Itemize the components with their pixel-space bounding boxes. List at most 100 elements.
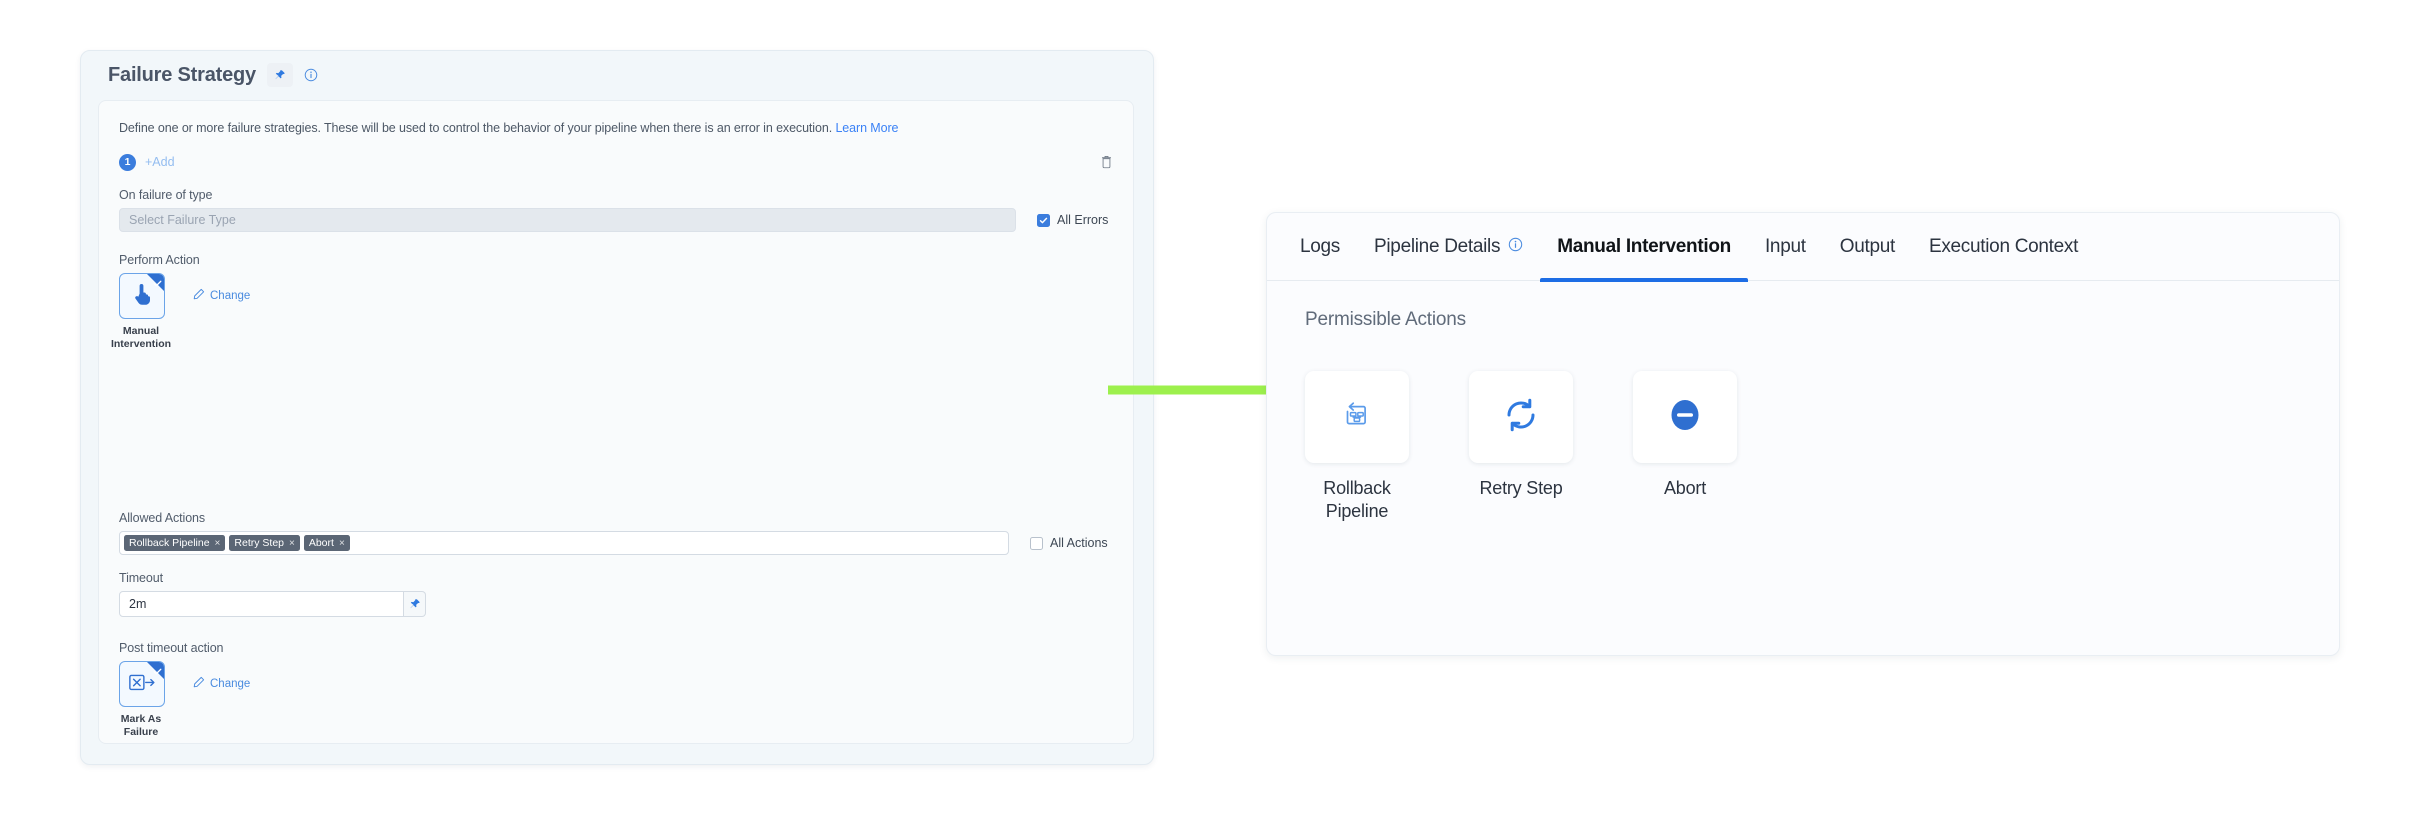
all-errors-label: All Errors <box>1057 213 1109 227</box>
mark-as-failure-icon <box>128 671 156 698</box>
tab-pipeline-details[interactable]: Pipeline Details <box>1357 213 1540 281</box>
info-circle-icon[interactable] <box>1508 236 1523 258</box>
tab-label: Logs <box>1300 235 1341 257</box>
all-actions-checkbox[interactable]: All Actions <box>1030 536 1108 550</box>
manual-intervention-tile-group: Manual Intervention <box>111 273 173 351</box>
pin-icon[interactable] <box>266 63 293 87</box>
manual-intervention-panel-body: Permissible Actions <box>1267 281 2339 524</box>
permissible-action-abort: Abort <box>1633 371 1737 524</box>
label-line-2: Pipeline <box>1325 501 1389 522</box>
mark-as-failure-caption: Mark As Failure <box>110 713 172 739</box>
allowed-actions-label: Allowed Actions <box>119 511 206 525</box>
timeout-pin-icon[interactable] <box>404 591 426 617</box>
tab-execution-context[interactable]: Execution Context <box>1912 213 2095 281</box>
strategy-add-row: 1 +Add <box>119 151 1115 173</box>
mark-as-failure-tile-group: Mark As Failure <box>119 661 173 739</box>
post-timeout-action-section: Post timeout action <box>119 641 250 739</box>
label-line-1: Retry Step <box>1479 478 1563 498</box>
rollback-pipeline-icon <box>1340 398 1374 437</box>
manual-intervention-tile[interactable] <box>119 273 165 319</box>
card-header: Failure Strategy <box>81 51 1153 99</box>
rollback-pipeline-label: Rollback Pipeline <box>1305 477 1409 524</box>
caption-line-1: Manual <box>122 325 160 337</box>
label-line-1: Rollback <box>1323 478 1391 498</box>
change-post-timeout-action-label: Change <box>210 678 251 690</box>
tab-manual-intervention[interactable]: Manual Intervention <box>1540 213 1748 282</box>
label-line-1: Abort <box>1663 478 1707 498</box>
caption-line-1: Mark As <box>120 713 162 725</box>
failure-type-select[interactable]: Select Failure Type <box>119 208 1016 232</box>
permissible-actions-title: Permissible Actions <box>1305 309 1466 330</box>
change-perform-action-button[interactable]: Change <box>193 287 250 305</box>
retry-step-icon <box>1500 394 1542 441</box>
tile-selected-corner <box>147 274 164 291</box>
failure-type-placeholder: Select Failure Type <box>129 213 236 227</box>
post-timeout-action-label: Post timeout action <box>119 641 224 655</box>
tab-logs[interactable]: Logs <box>1300 213 1357 281</box>
tab-label: Input <box>1764 235 1806 257</box>
detail-tabs: Logs Pipeline Details Manual Interventio… <box>1267 213 2339 282</box>
tab-output[interactable]: Output <box>1823 213 1912 281</box>
caption-line-2: Intervention <box>110 337 172 350</box>
retry-step-button[interactable] <box>1469 371 1573 463</box>
mark-as-failure-tile[interactable] <box>119 661 165 707</box>
learn-more-link[interactable]: Learn More <box>835 121 899 135</box>
pointing-hand-icon <box>131 282 153 311</box>
tab-label: Output <box>1839 235 1896 257</box>
permissible-action-rollback-pipeline: Rollback Pipeline <box>1305 371 1409 524</box>
change-perform-action-label: Change <box>210 290 251 302</box>
abort-button[interactable] <box>1633 371 1737 463</box>
timeout-value: 2m <box>129 597 147 611</box>
timeout-section: Timeout 2m <box>119 571 426 617</box>
tab-input[interactable]: Input <box>1748 213 1823 281</box>
perform-action-label: Perform Action <box>119 253 200 267</box>
trash-icon[interactable] <box>1097 153 1115 171</box>
chip-label: Abort <box>308 537 334 549</box>
manual-intervention-caption: Manual Intervention <box>110 325 172 351</box>
failure-strategy-card: Failure Strategy Define one or more fail… <box>80 50 1154 765</box>
all-actions-label: All Actions <box>1050 536 1108 550</box>
chip-abort[interactable]: Abort × <box>303 535 350 551</box>
description-text: Define one or more failure strategies. T… <box>119 121 898 135</box>
on-failure-type-section: On failure of type Select Failure Type A… <box>119 188 1119 232</box>
timeout-label: Timeout <box>119 571 163 585</box>
failure-strategy-inner-panel: Define one or more failure strategies. T… <box>98 100 1134 744</box>
chip-label: Rollback Pipeline <box>129 537 210 549</box>
check-icon <box>153 663 162 675</box>
page-title: Failure Strategy <box>108 63 256 86</box>
abort-icon <box>1664 394 1706 441</box>
rollback-pipeline-button[interactable] <box>1305 371 1409 463</box>
description-body: Define one or more failure strategies. T… <box>119 121 833 135</box>
allowed-actions-input[interactable]: Rollback Pipeline × Retry Step × Abort × <box>119 531 1009 555</box>
tab-label: Execution Context <box>1928 235 2079 257</box>
chip-remove-icon[interactable]: × <box>338 537 345 549</box>
tab-label: Pipeline Details <box>1374 235 1501 257</box>
perform-action-section: Perform Action <box>111 253 250 351</box>
allowed-actions-section: Allowed Actions Rollback Pipeline × Retr… <box>119 511 1119 555</box>
pencil-icon <box>193 287 205 305</box>
retry-step-label: Retry Step <box>1469 477 1573 500</box>
abort-label: Abort <box>1633 477 1737 500</box>
chip-remove-icon[interactable]: × <box>289 537 295 549</box>
tile-selected-corner <box>147 662 164 679</box>
permissible-action-retry-step: Retry Step <box>1469 371 1573 524</box>
chip-retry-step[interactable]: Retry Step × <box>229 535 300 551</box>
info-circle-icon[interactable] <box>304 68 319 83</box>
check-icon <box>153 275 162 287</box>
add-strategy-button[interactable]: +Add <box>145 155 175 169</box>
change-post-timeout-action-button[interactable]: Change <box>193 675 250 693</box>
chip-remove-icon[interactable]: × <box>214 537 221 549</box>
all-errors-checkbox[interactable]: All Errors <box>1037 213 1108 227</box>
chip-label: Retry Step <box>234 537 284 549</box>
pencil-icon <box>193 675 205 693</box>
chip-rollback-pipeline[interactable]: Rollback Pipeline × <box>124 535 226 551</box>
on-failure-type-label: On failure of type <box>119 188 213 202</box>
all-actions-checkbox-box[interactable] <box>1030 536 1043 550</box>
strategy-index-badge: 1 <box>119 153 136 171</box>
all-errors-checkbox-box[interactable] <box>1037 213 1050 227</box>
caption-line-2: Failure <box>123 725 159 738</box>
permissible-actions-grid: Rollback Pipeline Ret <box>1305 371 2339 524</box>
tab-label: Manual Intervention <box>1557 235 1731 257</box>
timeout-input[interactable]: 2m <box>119 591 404 617</box>
execution-detail-panel: Logs Pipeline Details Manual Interventio… <box>1266 212 2340 656</box>
